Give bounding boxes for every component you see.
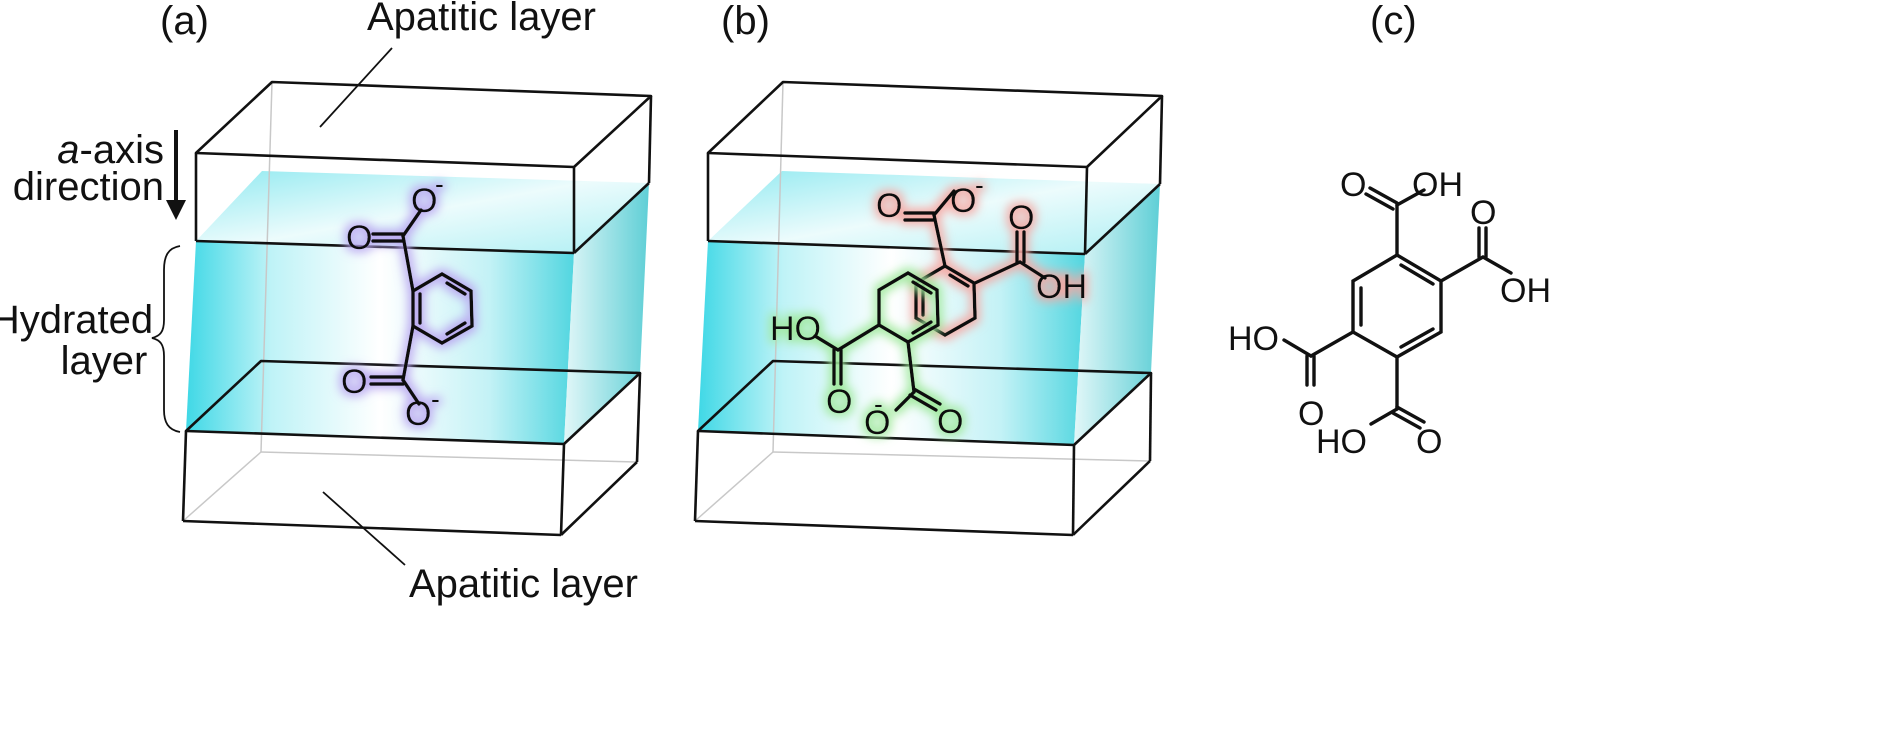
panel-c: (c) O <box>1228 0 1551 461</box>
apatitic-layer-label-bottom: Apatitic layer <box>409 562 638 606</box>
hydrated-layer-label: Hydrated <box>0 298 153 342</box>
atom-o-minus-top-a: O <box>411 182 437 220</box>
charge-top-a: - <box>435 169 444 199</box>
axis-direction-label: a-axis <box>57 128 164 172</box>
atom-o-top-c: O <box>1340 166 1366 204</box>
atom-o-double-top-b: O <box>876 187 902 225</box>
leader-line-bottom <box>322 491 406 566</box>
box-hidden-edges-a <box>182 81 638 522</box>
atom-oh-right-b: OH <box>1036 268 1087 306</box>
hydrated-layer-slab-a <box>186 171 649 444</box>
charge-bottom-a: - <box>431 384 440 414</box>
atom-o-double-right-b: O <box>1008 199 1034 237</box>
pyromellitate-upper-groups: O - O O OH <box>876 170 1087 337</box>
apatitic-box-top-a <box>194 80 653 255</box>
atom-ho-left-b: HO <box>770 310 821 348</box>
apatitic-box-bottom-b <box>693 359 1153 537</box>
pyromellitic-acid-structure: O OH O OH HO O HO O <box>1228 166 1551 461</box>
atom-o-minus-top-b: O <box>950 182 976 220</box>
hydrated-layer-label-line2: layer <box>61 339 148 383</box>
atom-o-double-left-b: O <box>826 383 852 421</box>
pyromellitate-lower-groups: HO O O - O <box>770 271 963 442</box>
atom-oh-top-c: OH <box>1412 166 1463 204</box>
apatitic-box-top-b <box>706 80 1164 256</box>
atom-o-left-c: O <box>1298 395 1324 433</box>
apatitic-layer-label-top: Apatitic layer <box>367 0 596 39</box>
isophthalate-molecule: O - O O O - <box>341 169 474 433</box>
charge-bottom-b: - <box>874 389 883 419</box>
atom-oh-right-c: OH <box>1500 272 1551 310</box>
atom-ho-left-c: HO <box>1228 320 1279 358</box>
atom-o-minus-bottom-b: O <box>864 404 890 442</box>
panel-a: (a) <box>0 0 653 606</box>
atom-o-bottom-c: O <box>1416 423 1442 461</box>
hydrated-layer-slab-b <box>698 171 1160 445</box>
axis-direction-label-line2: direction <box>13 165 164 209</box>
apatitic-box-bottom-a <box>181 359 642 537</box>
panel-b-label: (b) <box>721 0 770 43</box>
box-hidden-edges-b <box>694 81 1151 522</box>
charge-top-b: - <box>975 170 984 200</box>
panel-c-label: (c) <box>1370 0 1417 43</box>
atom-o-double-bottom-a: O <box>341 363 367 401</box>
panel-a-label: (a) <box>160 0 209 43</box>
hydrated-layer-brace <box>151 245 181 433</box>
atom-o-double-bottom-b: O <box>937 403 963 441</box>
leader-line-top <box>319 47 393 128</box>
atom-o-double-top-a: O <box>346 219 372 257</box>
atom-o-minus-bottom-a: O <box>405 395 431 433</box>
atom-ho-bottom-c: HO <box>1316 423 1367 461</box>
atom-o-right-c: O <box>1470 194 1496 232</box>
panel-b: (b) <box>693 0 1164 537</box>
